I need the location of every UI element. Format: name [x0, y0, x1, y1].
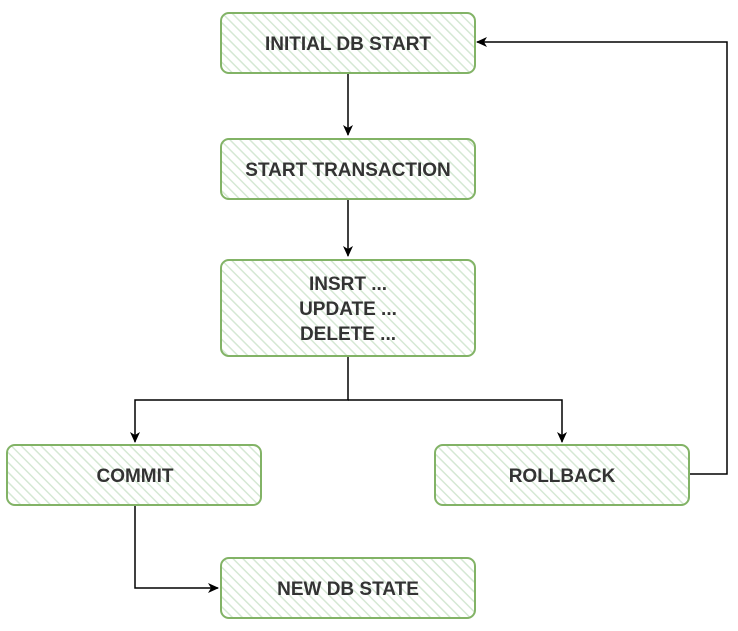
edge-rollback-to-initial — [476, 37, 728, 475]
node-new-db-state: NEW DB STATE — [220, 557, 476, 619]
node-label: INITIAL DB START — [265, 34, 431, 55]
node-label-line-1: INSRT ... — [309, 274, 387, 295]
edges — [130, 37, 728, 593]
node-box — [434, 444, 690, 506]
node-label-line-3: DELETE ... — [300, 324, 396, 345]
node-label: NEW DB STATE — [277, 579, 419, 600]
edge-operations-to-commit — [130, 356, 349, 443]
node-start-transaction: START TRANSACTION — [220, 138, 476, 200]
node-initial-db-start: INITIAL DB START — [220, 12, 476, 74]
edge-operations-to-rollback — [348, 399, 567, 443]
node-label: COMMIT — [96, 466, 173, 487]
node-label-line-2: UPDATE ... — [299, 299, 397, 320]
node-rollback: ROLLBACK — [434, 444, 690, 506]
node-operations: INSRT ... UPDATE ... DELETE ... — [220, 259, 476, 357]
node-box — [6, 444, 262, 506]
node-commit: COMMIT — [6, 444, 262, 506]
node-box — [220, 557, 476, 619]
node-label: ROLLBACK — [509, 466, 616, 487]
node-box — [220, 138, 476, 200]
node-box — [220, 259, 476, 357]
edge-commit-to-new-state — [134, 505, 219, 593]
node-label: START TRANSACTION — [245, 160, 450, 181]
node-box — [220, 12, 476, 74]
